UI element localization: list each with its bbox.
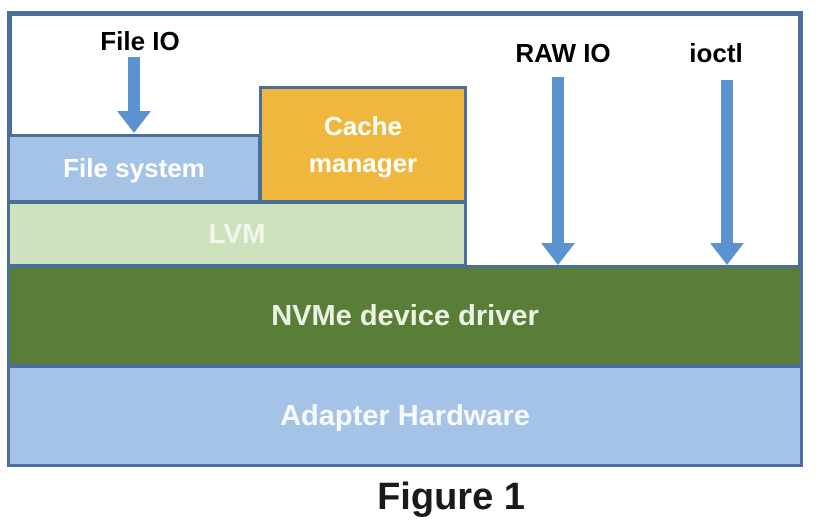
box-cache-manager: Cache manager <box>259 86 467 203</box>
box-adapter-hardware-label: Adapter Hardware <box>280 399 530 432</box>
file-io-arrow-icon <box>117 57 151 133</box>
ioctl-label: ioctl <box>689 38 743 68</box>
figure-caption: Figure 1 <box>377 476 525 518</box>
file-io-label: File IO <box>100 26 180 56</box>
ioctl-arrow-icon <box>710 80 744 265</box>
box-file-system-label: File system <box>63 153 205 183</box>
box-cache-manager-label: Cache manager <box>308 110 418 178</box>
box-lvm: LVM <box>7 201 467 267</box>
box-nvme-device-driver: NVMe device driver <box>7 265 803 367</box>
box-lvm-label: LVM <box>208 218 266 249</box>
box-adapter-hardware: Adapter Hardware <box>7 365 803 467</box>
raw-io-label: RAW IO <box>515 38 611 68</box>
box-nvme-device-driver-label: NVMe device driver <box>271 299 539 332</box>
raw-io-arrow-icon <box>541 77 575 265</box>
box-file-system: File system <box>7 134 261 203</box>
